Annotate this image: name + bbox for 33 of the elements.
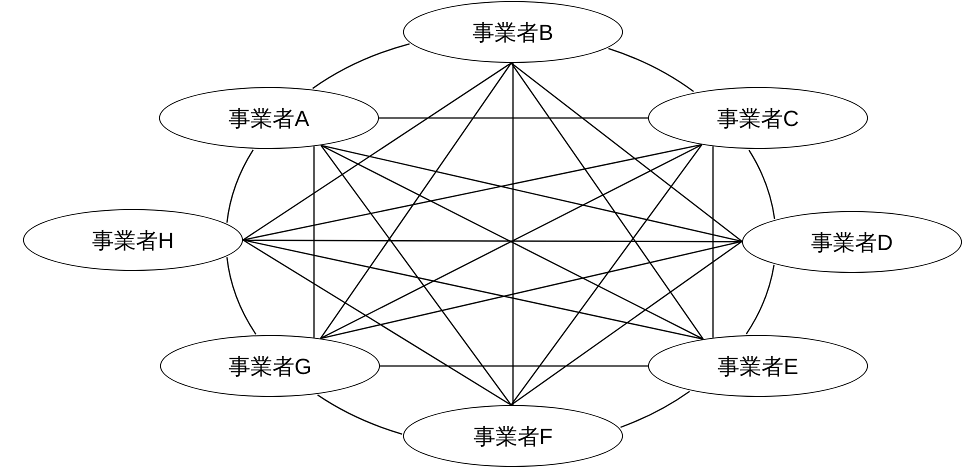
node-label: 事業者G [228, 352, 312, 380]
node-label: 事業者A [228, 104, 310, 132]
curved-connector [317, 394, 402, 435]
curved-connector [312, 43, 410, 89]
node-label: 事業者E [718, 352, 798, 380]
connector-line [320, 144, 742, 242]
connector-line [510, 62, 742, 242]
node-label: 事業者H [92, 226, 174, 254]
connector-line [242, 144, 702, 241]
connector-line [320, 144, 512, 406]
connector-line [380, 365, 648, 367]
connector-line [320, 62, 512, 339]
curved-connector [746, 264, 775, 334]
connector-line [242, 239, 704, 340]
connector-line [313, 146, 315, 338]
connector-line [242, 62, 512, 241]
node-label: 事業者B [472, 18, 554, 46]
node-label: 事業者F [473, 422, 553, 450]
connector-line [242, 239, 512, 406]
curved-connector [226, 150, 254, 223]
connector-line [510, 144, 702, 406]
connector-line [510, 62, 704, 340]
connector-line [243, 240, 742, 242]
connector-line [510, 240, 742, 406]
connector-line [512, 63, 514, 405]
curved-connector [608, 48, 694, 92]
connector-line [712, 146, 714, 338]
curved-connector [226, 257, 256, 335]
curved-connector [748, 150, 776, 219]
curved-connector [620, 390, 690, 428]
connector-line [379, 117, 648, 119]
node-label: 事業者D [811, 228, 893, 256]
node-label: 事業者C [717, 104, 799, 132]
